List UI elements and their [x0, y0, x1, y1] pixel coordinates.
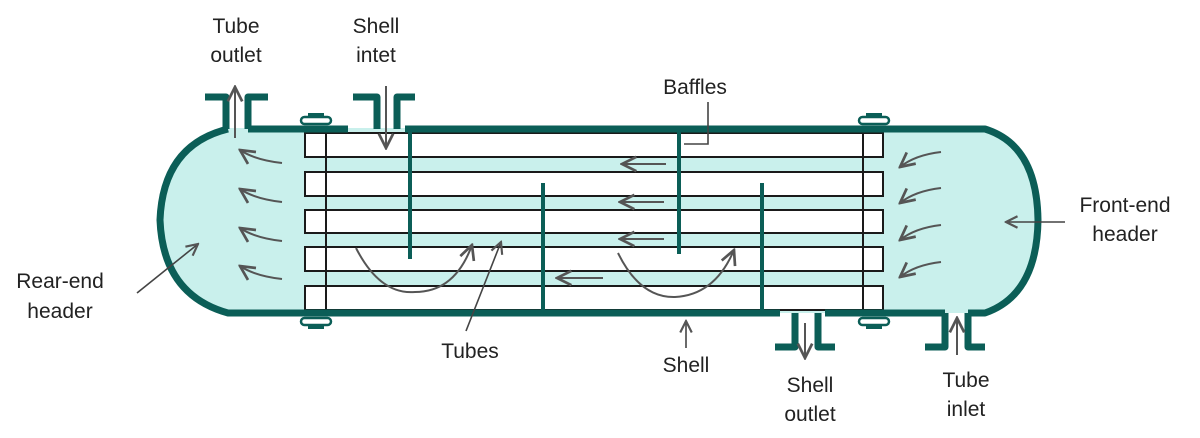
tube — [304, 246, 884, 272]
tube — [304, 171, 884, 197]
tube — [304, 132, 884, 158]
flow-arrows — [235, 86, 957, 358]
label-shell: Shell — [663, 354, 710, 377]
tube — [304, 209, 884, 234]
tube — [304, 285, 884, 311]
shell-outline — [156, 93, 1042, 351]
label-tubes: Tubes — [441, 340, 499, 363]
tube-bundle — [304, 132, 884, 311]
label-baffles: Baffles — [663, 76, 727, 99]
label-pointers — [136, 102, 1065, 348]
baffles — [408, 132, 764, 312]
